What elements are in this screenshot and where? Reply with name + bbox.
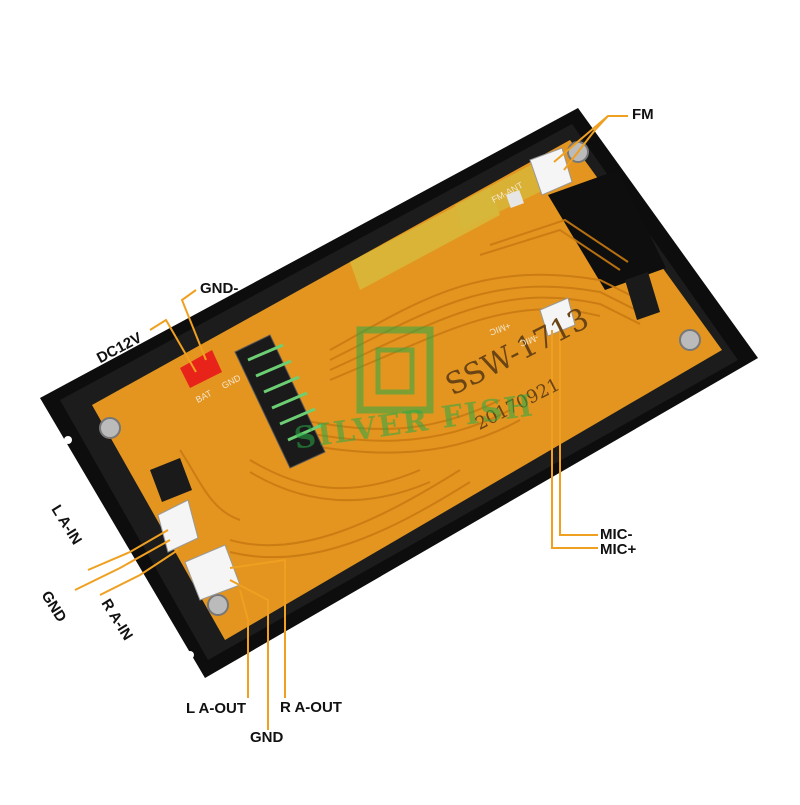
capacitor (150, 458, 192, 502)
power-connector (180, 350, 222, 388)
led-header-pins (247, 343, 323, 442)
label-mic-plus: MIC+ (600, 541, 637, 558)
label-l-a-out: L A-OUT (186, 700, 246, 717)
audio-in-connector (157, 499, 199, 553)
right-header (625, 272, 660, 320)
label-gnd-minus: GND- (200, 280, 239, 297)
small-component (506, 190, 524, 208)
shield-strip-top (455, 160, 548, 230)
mic-connector (539, 297, 576, 337)
label-gnd-bottom: GND (250, 729, 284, 746)
watermark-logo (356, 326, 434, 414)
frame-holes (64, 296, 726, 659)
callout-lines (74, 115, 628, 730)
label-r-a-out: R A-OUT (280, 699, 342, 716)
label-mic-minus: MIC- (600, 526, 633, 543)
black-panel-region (548, 170, 666, 290)
label-fm: FM (632, 106, 654, 123)
fm-connector (529, 147, 573, 196)
